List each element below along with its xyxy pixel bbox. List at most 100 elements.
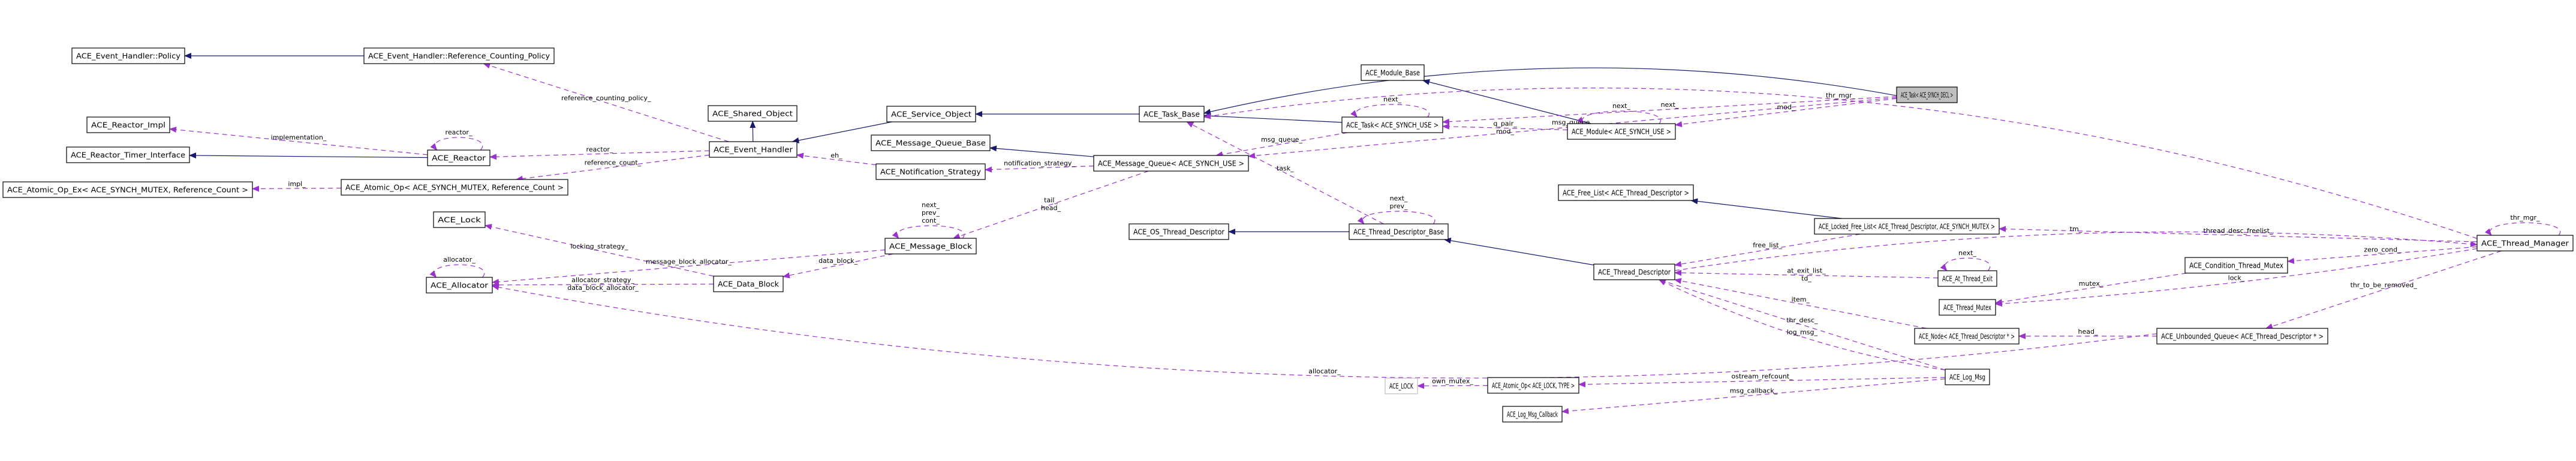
usage-edge — [985, 165, 1094, 173]
edge-label: eh_ — [830, 151, 842, 159]
node-box — [2, 181, 253, 198]
self-usage-edge — [2484, 222, 2561, 236]
edge-label: thr_mgr_ — [1826, 91, 1856, 99]
edge-label: ostream_refcount_ — [1731, 373, 1793, 381]
node-label: ACE_Notification_Strategy — [880, 168, 981, 176]
class-node-msg-block[interactable]: ACE_Message_Block — [884, 238, 977, 255]
edge-label: reactor_ — [446, 128, 473, 136]
edge-label: thr_mgr_ — [2510, 214, 2540, 221]
edge-label: allocator_ — [1308, 367, 1341, 375]
node-box — [1945, 369, 1990, 385]
node-label: ACE_Unbounded_Queue< ACE_Thread_Descript… — [2161, 333, 2324, 341]
inheritance-edge — [189, 152, 428, 159]
self-usage-edge — [1350, 104, 1430, 118]
class-node-task-decl[interactable]: ACE_Task< ACE_SYNCH_DECL > — [1896, 86, 1958, 103]
node-box — [1128, 223, 1229, 240]
usage-edge — [515, 154, 710, 182]
class-node-free-list[interactable]: ACE_Free_List< ACE_Thread_Descriptor > — [1558, 184, 1694, 201]
class-node-td[interactable]: ACE_Thread_Descriptor — [1593, 264, 1675, 280]
edge-label: next_prev_cont_ — [922, 201, 940, 224]
node-box — [1349, 223, 1449, 240]
usage-edge — [1995, 248, 2478, 307]
usage-edge — [1995, 273, 2187, 305]
node-label: ACE_Task_Base — [1143, 110, 1200, 119]
usage-edge — [1186, 121, 1384, 224]
class-node-node-td[interactable]: ACE_Node< ACE_Thread_Descriptor * > — [1914, 328, 2020, 345]
class-node-data-block[interactable]: ACE_Data_Block — [713, 276, 784, 292]
edge-label: log_msg_ — [1787, 328, 1818, 336]
node-box — [2184, 257, 2288, 274]
node-box — [871, 134, 991, 151]
edge-label: reference_count_ — [585, 159, 642, 167]
node-box — [1937, 270, 1997, 287]
node-box — [427, 149, 490, 166]
class-node-atomic-op[interactable]: ACE_Atomic_Op< ACE_SYNCH_MUTEX, Referenc… — [341, 179, 568, 196]
node-label: ACE_Reactor — [432, 154, 486, 163]
class-node-allocator[interactable]: ACE_Allocator — [426, 277, 493, 294]
class-node-atomic-lock[interactable]: ACE_Atomic_Op< ACE_LOCK, TYPE > — [1487, 377, 1579, 394]
usage-edge — [2287, 246, 2478, 264]
class-node-cond-tm[interactable]: ACE_Condition_Thread_Mutex — [2184, 257, 2288, 274]
node-label: ACE_Locked_Free_List< ACE_Thread_Descrip… — [1819, 223, 1995, 231]
edge-label: next_ — [1383, 95, 1401, 103]
class-node-mq-base[interactable]: ACE_Message_Queue_Base — [871, 134, 991, 151]
edge-label: allocator_ — [443, 256, 476, 264]
class-node-event-handler[interactable]: ACE_Event_Handler — [709, 141, 798, 158]
node-box — [1914, 328, 2020, 345]
edge-label: message_block_allocator_ — [646, 258, 732, 265]
class-node-td-base[interactable]: ACE_Thread_Descriptor_Base — [1349, 223, 1449, 240]
usage-edge — [1578, 377, 1946, 388]
class-node-at-exit[interactable]: ACE_At_Thread_Exit — [1937, 270, 1997, 287]
usage-edge — [952, 170, 1149, 240]
class-node-os-td[interactable]: ACE_OS_Thread_Descriptor — [1128, 223, 1229, 240]
node-label: ACE_Data_Block — [718, 280, 779, 289]
node-box — [1814, 218, 2000, 235]
class-node-locked-fl[interactable]: ACE_Locked_Free_List< ACE_Thread_Descrip… — [1814, 218, 2000, 235]
usage-edge — [1658, 279, 1946, 370]
class-node-ace-lock[interactable]: ACE_LOCK — [1385, 378, 1418, 394]
self-usage-edge — [1940, 258, 1991, 271]
node-label: ACE_Service_Object — [891, 110, 971, 119]
edge-label: at_exit_list_td_ — [1787, 267, 1826, 283]
edge-label: data_block_ — [818, 257, 857, 265]
class-node-policy[interactable]: ACE_Event_Handler::Policy — [71, 47, 185, 64]
class-node-thread-mutex[interactable]: ACE_Thread_Mutex — [1939, 299, 1996, 316]
class-node-thread-mgr[interactable]: ACE_Thread_Manager — [2476, 235, 2574, 252]
node-label: ACE_Condition_Thread_Mutex — [2189, 262, 2283, 270]
class-node-uqueue[interactable]: ACE_Unbounded_Queue< ACE_Thread_Descript… — [2156, 328, 2328, 345]
node-label: ACE_Task< ACE_SYNCH_DECL > — [1901, 91, 1953, 100]
node-box — [1093, 155, 1249, 172]
class-node-task-use[interactable]: ACE_Task< ACE_SYNCH_USE > — [1341, 116, 1443, 133]
node-label: ACE_OS_Thread_Descriptor — [1133, 228, 1224, 237]
edge-label: next_ — [1661, 101, 1679, 109]
class-node-log-msg[interactable]: ACE_Log_Msg — [1945, 369, 1990, 385]
edge-label: zero_cond_ — [2364, 246, 2401, 253]
usage-edge — [2265, 250, 2502, 330]
class-node-shared-obj[interactable]: ACE_Shared_Object — [708, 105, 798, 122]
class-node-notif[interactable]: ACE_Notification_Strategy — [875, 163, 986, 180]
class-node-module[interactable]: ACE_Module< ACE_SYNCH_USE > — [1567, 123, 1676, 140]
class-node-log-cb[interactable]: ACE_Log_Msg_Callback — [1502, 406, 1563, 423]
class-node-lock[interactable]: ACE_Lock — [433, 211, 486, 228]
inheritance-edge — [1422, 79, 1591, 124]
class-node-task-base[interactable]: ACE_Task_Base — [1139, 106, 1205, 122]
usage-edge — [484, 224, 714, 277]
node-box — [713, 276, 784, 292]
node-label: ACE_Event_Handler::Policy — [76, 52, 180, 61]
node-box — [363, 47, 555, 64]
edge-label: next_ — [1612, 102, 1630, 110]
node-label: ACE_Task< ACE_SYNCH_USE > — [1346, 121, 1439, 130]
usage-edge — [492, 284, 2157, 379]
class-node-reactor-impl[interactable]: ACE_Reactor_Impl — [86, 116, 170, 133]
class-node-atomic-ex[interactable]: ACE_Atomic_Op_Ex< ACE_SYNCH_MUTEX, Refer… — [2, 181, 253, 198]
class-node-timer-iface[interactable]: ACE_Reactor_Timer_Interface — [66, 146, 190, 163]
class-node-module-base[interactable]: ACE_Module_Base — [1361, 64, 1425, 81]
class-node-msg-queue[interactable]: ACE_Message_Queue< ACE_SYNCH_USE > — [1093, 155, 1249, 172]
class-node-reactor[interactable]: ACE_Reactor — [427, 149, 490, 166]
node-box — [875, 163, 986, 180]
class-node-rcpolicy[interactable]: ACE_Event_Handler::Reference_Counting_Po… — [363, 47, 555, 64]
class-node-service-obj[interactable]: ACE_Service_Object — [886, 106, 976, 122]
node-box — [1385, 378, 1418, 394]
usage-edge — [1674, 278, 1927, 329]
node-label: ACE_Reactor_Impl — [91, 121, 165, 130]
